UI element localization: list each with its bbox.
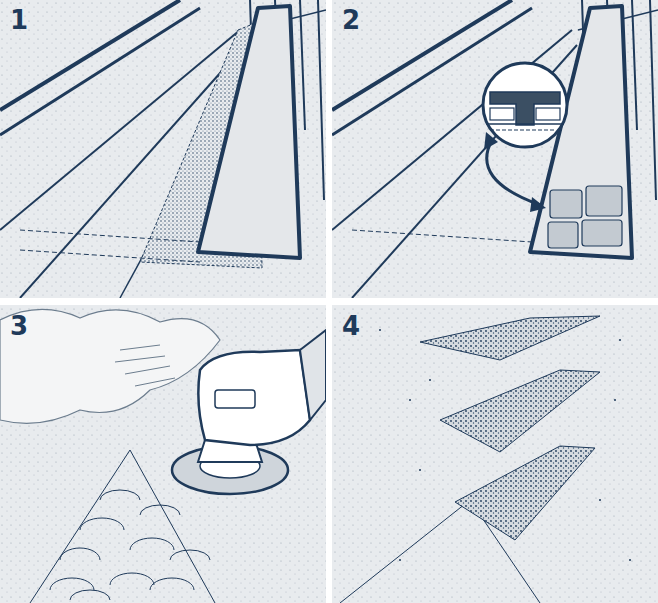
walkway-section (198, 6, 300, 258)
coating-pads (420, 316, 600, 540)
panel-scene (332, 0, 658, 298)
dust-streaks (115, 345, 175, 386)
step-number: 3 (10, 312, 28, 340)
step-number: 4 (342, 312, 360, 340)
tiles (548, 186, 622, 248)
panel-scene (0, 0, 326, 298)
panel-background (332, 0, 658, 298)
railing (332, 0, 658, 298)
panel-scene (0, 305, 326, 603)
panel-scene (332, 305, 658, 603)
panel-background (0, 0, 326, 298)
pointer-arrow (487, 140, 540, 205)
step-number: 1 (10, 6, 28, 34)
scatter-dots (379, 329, 631, 561)
step-number: 2 (342, 6, 360, 34)
railing (0, 0, 326, 298)
panel-background (332, 305, 658, 603)
angle-grinder (172, 330, 326, 494)
detail-magnifier (483, 63, 567, 147)
dust-cloud (0, 309, 220, 423)
panel-background (0, 305, 326, 603)
